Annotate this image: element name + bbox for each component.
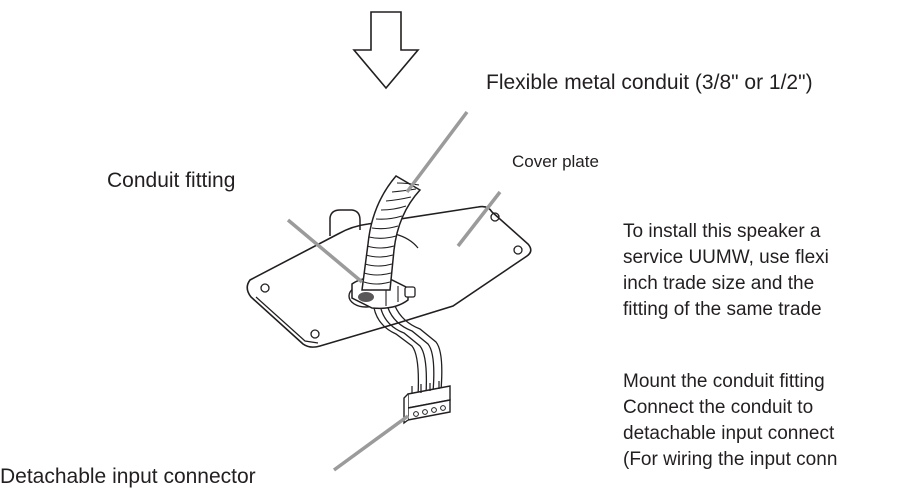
input-connector [403, 381, 451, 425]
instruction-line: To install this speaker a [623, 221, 821, 242]
label-conduit-fitting: Conduit fitting [107, 169, 236, 192]
instruction-paragraph-1: To install this speaker a service UUMW, … [623, 219, 901, 323]
instruction-line: service UUMW, use flexi [623, 247, 829, 268]
down-arrow-icon [352, 11, 420, 90]
instruction-line: detachable input connect [623, 423, 835, 444]
instruction-paragraph-2: Mount the conduit fitting Connect the co… [623, 369, 901, 473]
label-flexible-conduit: Flexible metal conduit (3/8" or 1/2") [486, 71, 813, 94]
instruction-line: fitting of the same trade [623, 299, 822, 320]
instruction-line: (For wiring the input conn [623, 449, 838, 470]
leader-line-flexible-conduit [405, 110, 469, 194]
input-wires [373, 305, 443, 397]
instruction-line: Connect the conduit to [623, 397, 814, 418]
leader-line-conduit-fitting [286, 218, 364, 284]
leader-line-cover-plate [456, 190, 502, 248]
conduit-fitting [348, 277, 416, 310]
instruction-line: Mount the conduit fitting [623, 371, 825, 392]
flexible-conduit [361, 175, 422, 291]
instruction-line: inch trade size and the [623, 273, 815, 294]
label-input-connector: Detachable input connector [0, 465, 256, 488]
label-cover-plate: Cover plate [512, 152, 599, 171]
leader-line-input-connector [332, 414, 410, 472]
